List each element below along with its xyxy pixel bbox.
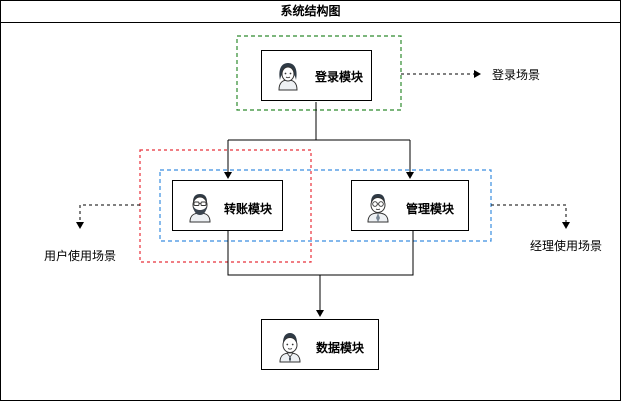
login-module-box: 登录模块 <box>261 50 372 101</box>
manage-module-box: 管理模块 <box>351 180 469 231</box>
manager-scenario-label: 经理使用场景 <box>530 239 603 253</box>
transfer-to-merge-line <box>227 231 414 276</box>
user-scenario-label: 用户使用场景 <box>44 249 117 263</box>
bearded-man-avatar-icon <box>189 194 211 223</box>
transfer-module-box: 转账模块 <box>172 180 283 231</box>
login-scenario-label: 登录场景 <box>492 68 541 82</box>
manager-scenario-arrow <box>491 204 570 229</box>
manage-module-label: 管理模块 <box>406 202 455 216</box>
login-module-label: 登录模块 <box>315 70 364 84</box>
data-module-label: 数据模块 <box>316 341 365 355</box>
login-to-split-line <box>228 102 410 141</box>
woman-avatar-icon <box>278 63 298 91</box>
user-group-outline <box>139 149 312 263</box>
transfer-module-label: 转账模块 <box>224 202 273 216</box>
man-with-glasses-avatar-icon <box>367 194 389 223</box>
man-in-suit-avatar-icon <box>279 333 301 363</box>
diagram-title: 系统结构图 <box>1 1 620 23</box>
user-scenario-arrow <box>76 204 140 229</box>
data-module-box: 数据模块 <box>261 319 379 370</box>
